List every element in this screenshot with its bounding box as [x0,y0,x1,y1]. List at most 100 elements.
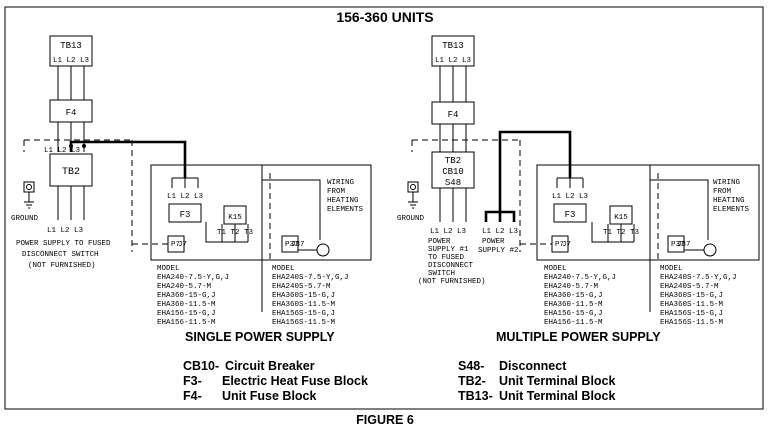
f4-label: F4 [66,108,77,118]
heater-terminals: L1 L2 L3 [167,193,204,201]
j37-label-2: J37 [677,241,691,249]
models-right-b5: EHA360S-11.5-M [660,301,724,309]
models-left-1: MODEL [157,265,180,273]
models-left-6: EHA156-15-G,J [157,310,216,318]
legend-right-desc-3: Unit Terminal Block [499,389,616,403]
models-left-4: EHA360-15-G,J [157,292,216,300]
outer-frame [4,6,764,410]
tb13-terminals-2: L1 L2 L3 [435,57,472,65]
models-right-b7: EHA156S-11.5-M [660,319,724,327]
f3-block-2 [553,203,587,223]
k15-label: K15 [228,214,242,222]
models-right-4: EHA360S-15-G,J [272,292,335,300]
heating-element-symbol-2 [703,243,717,257]
legend-left-code-2: F3- [183,374,202,388]
p37-label-2: P37 [671,241,685,249]
heater-section-box-2 [536,164,760,261]
models-right-6: EHA156S-15-G,J [272,310,335,318]
legend-right-code-3: TB13- [458,389,493,403]
tb13-label-2: TB13 [442,41,464,51]
models-right-2: EHA240S-7.5-Y,G,J [272,274,349,282]
multi-note2-1: POWER [482,238,505,246]
ground-label: GROUND [11,215,39,223]
supply2-cable [498,130,572,212]
ground-label-2: GROUND [397,215,425,223]
ground-icon-2 [407,181,419,193]
p7-label-2: P7 [555,241,564,249]
models-right-5: EHA360S-11.5-M [272,301,336,309]
heater-terminals-2: L1 L2 L3 [552,193,589,201]
figure-caption: FIGURE 6 [356,413,414,427]
wiring-label-2-2: FROM [713,188,732,196]
tb2-bottom-terminals-2: L1 L2 L3 [430,228,467,236]
j37-label: J37 [291,241,305,249]
heating-element-symbol [316,243,330,257]
legend-left-desc-1: Circuit Breaker [225,359,315,373]
p37-j37-connector-2 [667,235,685,253]
models-right-b2: EHA240S-7.5-Y,G,J [660,274,737,282]
s48-label: S48 [445,178,461,188]
legend-right-desc-2: Unit Terminal Block [499,374,616,388]
wiring-label-3: HEATING [327,197,359,205]
legend-right-code-2: TB2- [458,374,486,388]
models-left-2: EHA240-7.5-Y,G,J [157,274,229,282]
multi-note1-3: TO FUSED [428,254,465,262]
p7-label: P7 [171,241,180,249]
j7-label: J7 [178,241,187,249]
tb13-label: TB13 [60,41,82,51]
models-left-b4: EHA360-15-G,J [544,292,603,300]
legend-right-code-1: S48- [458,359,484,373]
p37-j37-connector [281,235,299,253]
wiring-label-2-3: HEATING [713,197,745,205]
single-note-1: POWER SUPPLY TO FUSED [16,240,111,248]
f4-block [49,99,93,123]
models-right-b3: EHA240S-5.7-M [660,283,719,291]
k15-label-2: K15 [614,214,628,222]
models-right-1: MODEL [272,265,295,273]
single-supply-diagram: TB13 L1 L2 L3 F4 L1 L2 L3 TB2 L1 L2 L3 G… [11,35,372,344]
heater-section-box [150,164,372,261]
models-right-3: EHA240S-5.7-M [272,283,331,291]
tb2-bottom-terminals: L1 L2 L3 [47,227,84,235]
models-left-b3: EHA240-5.7-M [544,283,599,291]
f4-block-2 [431,101,475,125]
f3-label-2: F3 [565,210,576,220]
cb10-label: CB10 [442,167,464,177]
wiring-label-4: ELEMENTS [327,206,364,214]
wiring-label-2: FROM [327,188,346,196]
legend-left-code-1: CB10- [183,359,219,373]
multiple-supply-title: MULTIPLE POWER SUPPLY [496,330,661,344]
tb2-top-terminals: L1 L2 L3 [44,147,81,155]
legend-left-desc-3: Unit Fuse Block [222,389,317,403]
legend-right-desc-1: Disconnect [499,359,567,373]
multi-note1-4: DISCONNECT [428,262,474,270]
multi-note1-2: SUPPLY #1 [428,246,469,254]
tb13-terminals: L1 L2 L3 [53,57,90,65]
models-left-b7: EHA156-11.5-M [544,319,603,327]
models-left-b6: EHA156-15-G,J [544,310,603,318]
wiring-label-2-4: ELEMENTS [713,206,750,214]
multi-note2-2: SUPPLY #2 [478,247,519,255]
wiring-label-1: WIRING [327,179,355,187]
models-left-b2: EHA240-7.5-Y,G,J [544,274,616,282]
single-note-2: DISCONNECT SWITCH [22,251,99,259]
multi-note1-5: SWITCH [428,270,455,278]
models-left-3: EHA240-5.7-M [157,283,212,291]
header-title: 156-360 UNITS [336,9,433,25]
ground-icon [23,181,35,193]
legend-left-desc-2: Electric Heat Fuse Block [222,374,368,388]
multiple-supply-diagram: TB13 L1 L2 L3 F4 TB2 CB10 S48 L1 L2 L3 L… [397,35,760,344]
models-left-b5: EHA360-11.5-M [544,301,603,309]
models-left-7: EHA156-11.5-M [157,319,216,327]
models-right-b6: EHA156S-15-G,J [660,310,723,318]
models-left-5: EHA360-11.5-M [157,301,216,309]
f3-block [168,203,202,223]
legend: CB10- Circuit Breaker F3- Electric Heat … [183,359,616,403]
models-right-b1: MODEL [660,265,683,273]
p37-label: P37 [285,241,299,249]
models-right-b4: EHA360S-15-G,J [660,292,723,300]
single-note-3: (NOT FURNISHED) [28,262,96,270]
multi-note1-1: POWER [428,238,451,246]
